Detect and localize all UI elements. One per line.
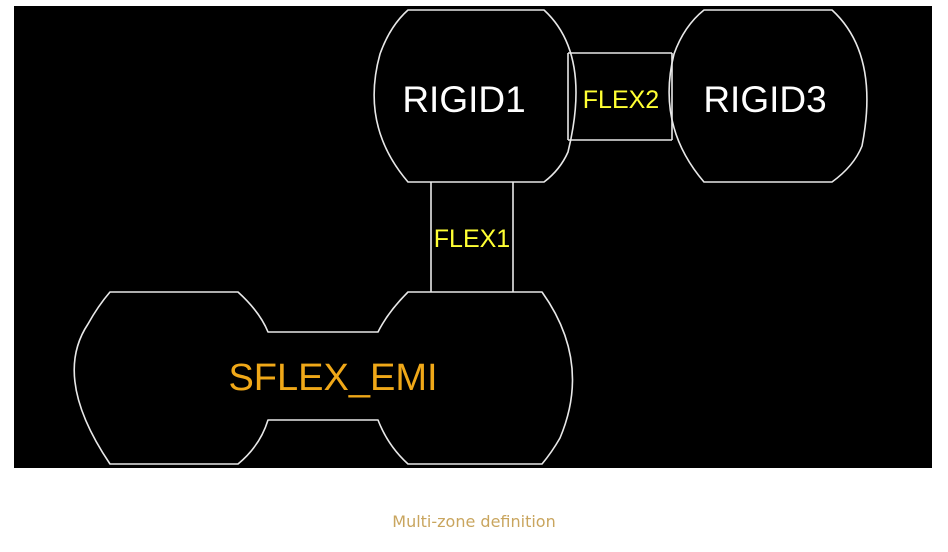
flex1-outline	[430, 182, 514, 292]
rigid3-outline	[668, 9, 868, 183]
flex2-label: FLEX2	[583, 86, 659, 114]
zone-diagram: RIGID1 RIGID3 FLEX2 FLEX1 SFLEX_EMI	[73, 9, 868, 465]
figure-caption: Multi-zone definition	[392, 512, 556, 531]
flex2-outline	[567, 52, 673, 141]
rigid3-label: RIGID3	[703, 79, 826, 120]
zone-diagram-canvas: RIGID1 RIGID3 FLEX2 FLEX1 SFLEX_EMI	[14, 6, 932, 468]
rigid1-outline	[373, 9, 577, 183]
sflex-emi-label: SFLEX_EMI	[228, 357, 437, 399]
flex1-label: FLEX1	[434, 225, 510, 253]
sflex-emi-outline	[73, 291, 574, 465]
rigid1-label: RIGID1	[402, 79, 525, 120]
